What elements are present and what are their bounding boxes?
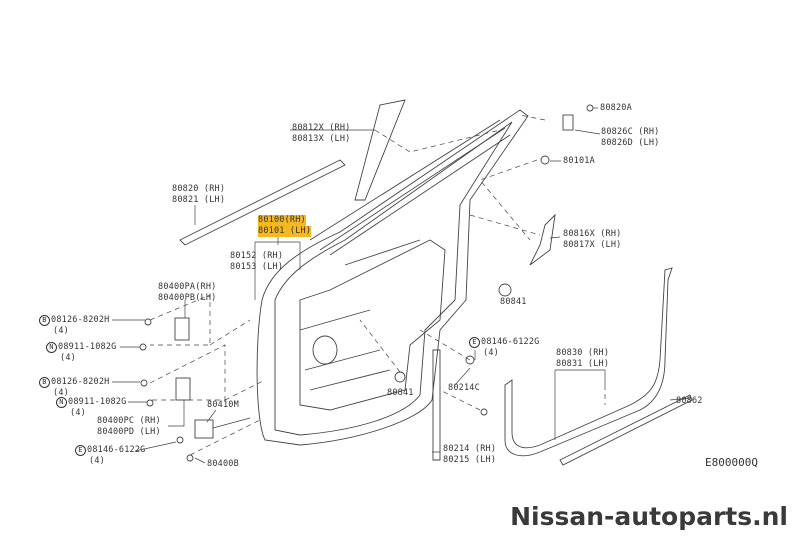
- quantity: (4): [70, 408, 86, 418]
- label-80100-highlighted[interactable]: 80100(RH): [258, 215, 306, 226]
- part-number: 08146-6122G: [481, 337, 540, 347]
- part-number: 08126-8202H: [51, 315, 110, 325]
- label-80820A: 80820A: [600, 103, 632, 113]
- label-80830: 80830 (RH): [556, 348, 610, 358]
- part-number: 08126-8202H: [51, 377, 110, 387]
- label-80410M: 80410M: [207, 400, 239, 410]
- bolt-symbol-icon: B: [39, 315, 50, 326]
- nut-symbol-icon: N: [56, 397, 67, 408]
- bolt-symbol-icon: E: [75, 445, 86, 456]
- watermark: Nissan-autoparts.nl: [510, 502, 788, 531]
- nut-symbol-icon: N: [46, 342, 57, 353]
- diagram-code: E800000Q: [705, 456, 758, 469]
- label-80826D: 80826D (LH): [601, 138, 660, 148]
- label-80841-upper: 80841: [500, 297, 527, 307]
- label-80812X: 80812X (RH): [292, 123, 351, 133]
- part-number: 08146-6122G: [87, 445, 146, 455]
- glass-run: [179, 159, 346, 246]
- part-number: 08911-1082G: [68, 397, 127, 407]
- quantity: (4): [53, 388, 69, 398]
- label-80813X: 80813X (LH): [292, 134, 351, 144]
- label-80862: 80862: [676, 396, 703, 406]
- label-80821: 80821 (LH): [172, 195, 226, 205]
- door-outline: [256, 109, 529, 446]
- label-80400PA: 80400PA(RH): [158, 282, 217, 292]
- label-80820: 80820 (RH): [172, 184, 226, 194]
- label-80153: 80153 (LH): [230, 262, 284, 272]
- sill-strip: [559, 394, 693, 466]
- weatherstrip: [504, 267, 673, 457]
- label-80816X: 80816X (RH): [563, 229, 622, 239]
- label-80214: 80214 (RH): [443, 444, 497, 454]
- label-80101-highlighted[interactable]: 80101 (LH): [258, 226, 312, 237]
- bolt-symbol-icon: E: [469, 337, 480, 348]
- label-80817X: 80817X (LH): [563, 240, 622, 250]
- quantity: (4): [483, 348, 499, 358]
- label-80101A: 80101A: [563, 156, 595, 166]
- label-80152: 80152 (RH): [230, 251, 284, 261]
- quantity: (4): [60, 353, 76, 363]
- label-80400PB: 80400PB(LH): [158, 293, 217, 303]
- quantity: (4): [53, 326, 69, 336]
- bolt-symbol-icon: B: [39, 377, 50, 388]
- label-80400B: 80400B: [207, 459, 239, 469]
- label-80400PC: 80400PC (RH): [97, 416, 161, 426]
- quantity: (4): [89, 456, 105, 466]
- label-80826C: 80826C (RH): [601, 127, 660, 137]
- label-80841-lower: 80841: [387, 388, 414, 398]
- label-80215: 80215 (LH): [443, 455, 497, 465]
- part-number: 08911-1082G: [58, 342, 117, 352]
- label-80214C: 80214C: [448, 383, 480, 393]
- label-80400PD: 80400PD (LH): [97, 427, 161, 437]
- label-80831: 80831 (LH): [556, 359, 610, 369]
